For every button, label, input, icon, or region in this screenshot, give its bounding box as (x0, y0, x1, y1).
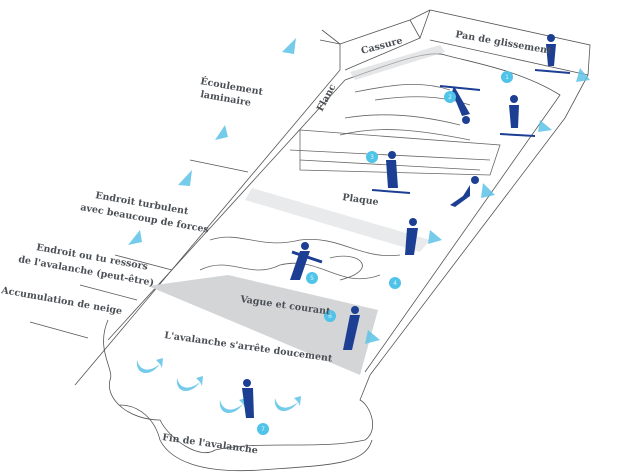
label-accumulation: Accumulation de neige (0, 285, 123, 317)
leader-lines (29, 39, 341, 339)
label-fin: Fin de l'avalanche (162, 432, 259, 456)
skier-icon (371, 151, 411, 194)
curl-arrow-icon (136, 358, 163, 374)
arrow-icon (215, 125, 228, 140)
arrow-icon (428, 230, 442, 244)
skier-icon (290, 242, 323, 280)
slope-outline (74, 9, 591, 472)
skier-icon (405, 218, 418, 255)
skier-icon (343, 306, 360, 350)
svg-text:5: 5 (310, 275, 314, 282)
arrow-icon (282, 38, 296, 54)
stripe-bands (148, 45, 445, 375)
step-markers: 1 2 3 4 5 6 7 (257, 71, 513, 435)
arrow-icon (576, 68, 590, 82)
direction-arrows (128, 38, 590, 414)
skier-icon (242, 379, 254, 418)
svg-text:4: 4 (393, 280, 397, 287)
skier-icon (450, 176, 479, 207)
arrow-icon (481, 183, 495, 198)
arrow-icon (128, 230, 142, 245)
svg-text:3: 3 (370, 154, 374, 161)
curl-arrow-icon (274, 396, 301, 412)
label-cassure: Cassure (360, 35, 404, 57)
arrow-icon (538, 120, 552, 132)
skier-figures (242, 34, 571, 418)
arrow-icon (365, 330, 380, 344)
skier-icon (534, 34, 571, 74)
flow-lines (199, 83, 501, 281)
label-plaque: Plaque (342, 192, 380, 208)
svg-text:7: 7 (261, 426, 265, 433)
curl-arrow-icon (176, 376, 203, 392)
svg-text:2: 2 (448, 94, 452, 101)
skier-icon (439, 85, 481, 124)
curl-arrow-icon (219, 398, 246, 414)
svg-text:6: 6 (328, 313, 332, 320)
arrow-icon (178, 170, 192, 186)
skier-icon (499, 95, 536, 137)
label-flanc: Flanc (315, 82, 339, 113)
svg-text:1: 1 (505, 74, 509, 81)
